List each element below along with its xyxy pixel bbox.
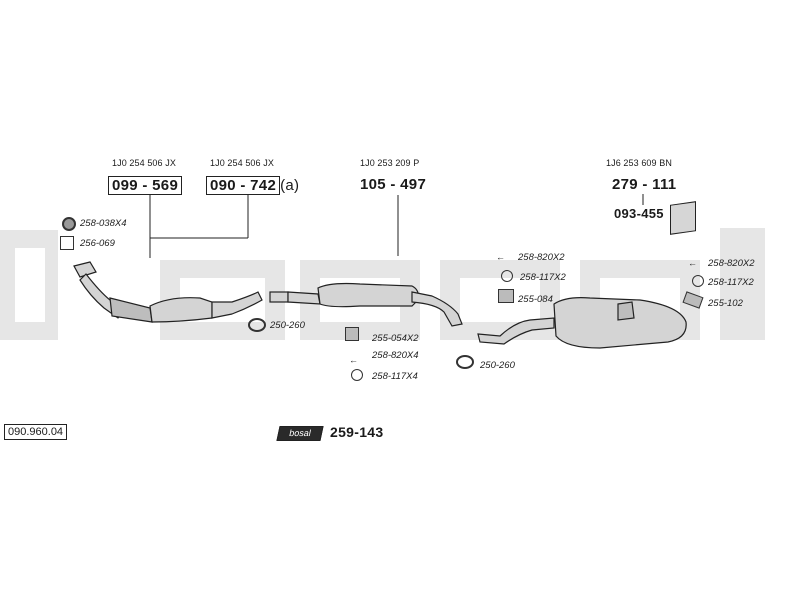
centre-pipe-muffler	[269, 282, 463, 327]
brand-name: bosal	[288, 428, 312, 438]
rear-pipe-silencer	[477, 297, 687, 349]
component-label-4[interactable]: 255-054X2	[372, 333, 419, 344]
gasket-ring-icon	[62, 217, 76, 231]
bolt-icon: ←	[688, 258, 697, 268]
component-label-12[interactable]: 258-117X2	[708, 277, 754, 288]
oe-number-4: 1J6 253 609 BN	[606, 158, 672, 168]
component-label-7[interactable]: 250-260	[480, 360, 515, 371]
part-number-4[interactable]: 279 - 111	[612, 176, 677, 193]
nut-ring-icon	[501, 270, 513, 282]
front-pipe-catalyst	[73, 261, 263, 323]
kit-number[interactable]: 259-143	[330, 424, 384, 440]
clamp-icon	[248, 318, 266, 332]
part-number-3[interactable]: 105 - 497	[360, 176, 427, 193]
oe-number-2: 1J0 254 506 JX	[210, 158, 274, 168]
part-number-2[interactable]: 090 - 742	[206, 176, 281, 195]
component-label-11[interactable]: 258-820X2	[708, 258, 755, 269]
oe-number-3: 1J0 253 209 P	[360, 158, 420, 168]
clamp-icon	[456, 355, 474, 369]
part-number-2-suffix: (a)	[280, 177, 300, 194]
bolt-icon: ←	[349, 355, 358, 365]
oe-number-1: 1J0 254 506 JX	[112, 158, 176, 168]
component-label-10[interactable]: 255-084	[518, 294, 553, 305]
extra-part-number[interactable]: 093-455	[614, 206, 664, 221]
nut-ring-icon	[351, 369, 363, 381]
component-label-9[interactable]: 258-117X2	[520, 272, 566, 283]
rubber-hanger-icon	[345, 327, 359, 341]
component-label-3[interactable]: 250-260	[270, 320, 305, 331]
leader-lines	[149, 194, 644, 258]
bosal-logo-icon: bosal	[276, 426, 324, 441]
component-label-2[interactable]: 256-069	[80, 238, 115, 249]
part-number-2-group: 090 - 742 (a)	[206, 176, 299, 195]
part-number-1[interactable]: 099 - 569	[108, 176, 183, 195]
diagram-number: 090.960.04	[4, 424, 68, 440]
flange-gasket-icon	[60, 236, 74, 250]
component-label-13[interactable]: 255-102	[708, 298, 743, 309]
bolt-icon: ←	[496, 252, 505, 262]
heat-shield-icon	[670, 201, 696, 235]
component-label-6[interactable]: 258-117X4	[372, 371, 418, 382]
hanger-bracket-icon	[498, 289, 514, 303]
component-label-5[interactable]: 258-820X4	[372, 350, 419, 361]
nut-ring-icon	[692, 275, 704, 287]
component-label-1[interactable]: 258-038X4	[80, 218, 127, 229]
component-label-8[interactable]: 258-820X2	[518, 252, 565, 263]
